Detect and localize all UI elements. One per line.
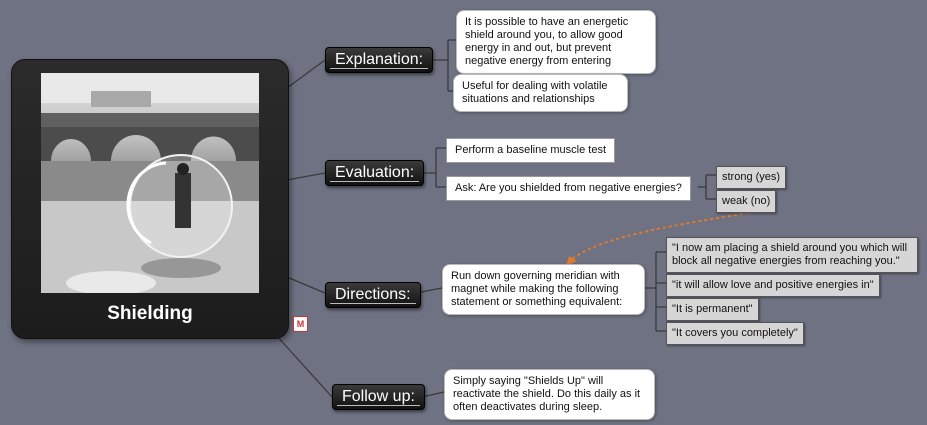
statement-permanent[interactable]: "It is permanent" (666, 298, 759, 321)
explanation-note-useful[interactable]: Useful for dealing with volatile situati… (453, 74, 628, 112)
follow-up-note[interactable]: Simply saying "Shields Up" will reactiva… (444, 369, 655, 420)
statement-shield[interactable]: "I now am placing a shield around you wh… (666, 237, 918, 273)
statement-love[interactable]: "it will allow love and positive energie… (666, 274, 880, 297)
bubble-photo (41, 73, 259, 293)
mindmap-file-icon[interactable]: M (293, 316, 308, 332)
connector-evaluation (286, 172, 326, 181)
connector-explanation (286, 59, 326, 89)
arrow-head (566, 256, 577, 266)
answer-weak[interactable]: weak (no) (716, 190, 777, 213)
connector-followup (275, 334, 333, 398)
topic-directions[interactable]: Directions: (325, 282, 421, 308)
explanation-note-shield[interactable]: It is possible to have an energetic shie… (456, 10, 656, 74)
evaluation-baseline-test[interactable]: Perform a baseline muscle test (446, 138, 616, 163)
topic-follow-up[interactable]: Follow up: (332, 384, 425, 410)
evaluation-ask-question[interactable]: Ask: Are you shielded from negative ener… (446, 176, 691, 201)
central-topic[interactable]: Shielding (11, 59, 289, 339)
topic-explanation[interactable]: Explanation: (325, 47, 434, 73)
answer-strong[interactable]: strong (yes) (716, 166, 787, 189)
topic-evaluation[interactable]: Evaluation: (325, 160, 425, 186)
central-title: Shielding (107, 303, 193, 324)
directions-note[interactable]: Run down governing meridian with magnet … (442, 264, 645, 315)
statement-covers[interactable]: "It covers you completely" (666, 322, 804, 345)
dashed-arrow (571, 207, 773, 260)
